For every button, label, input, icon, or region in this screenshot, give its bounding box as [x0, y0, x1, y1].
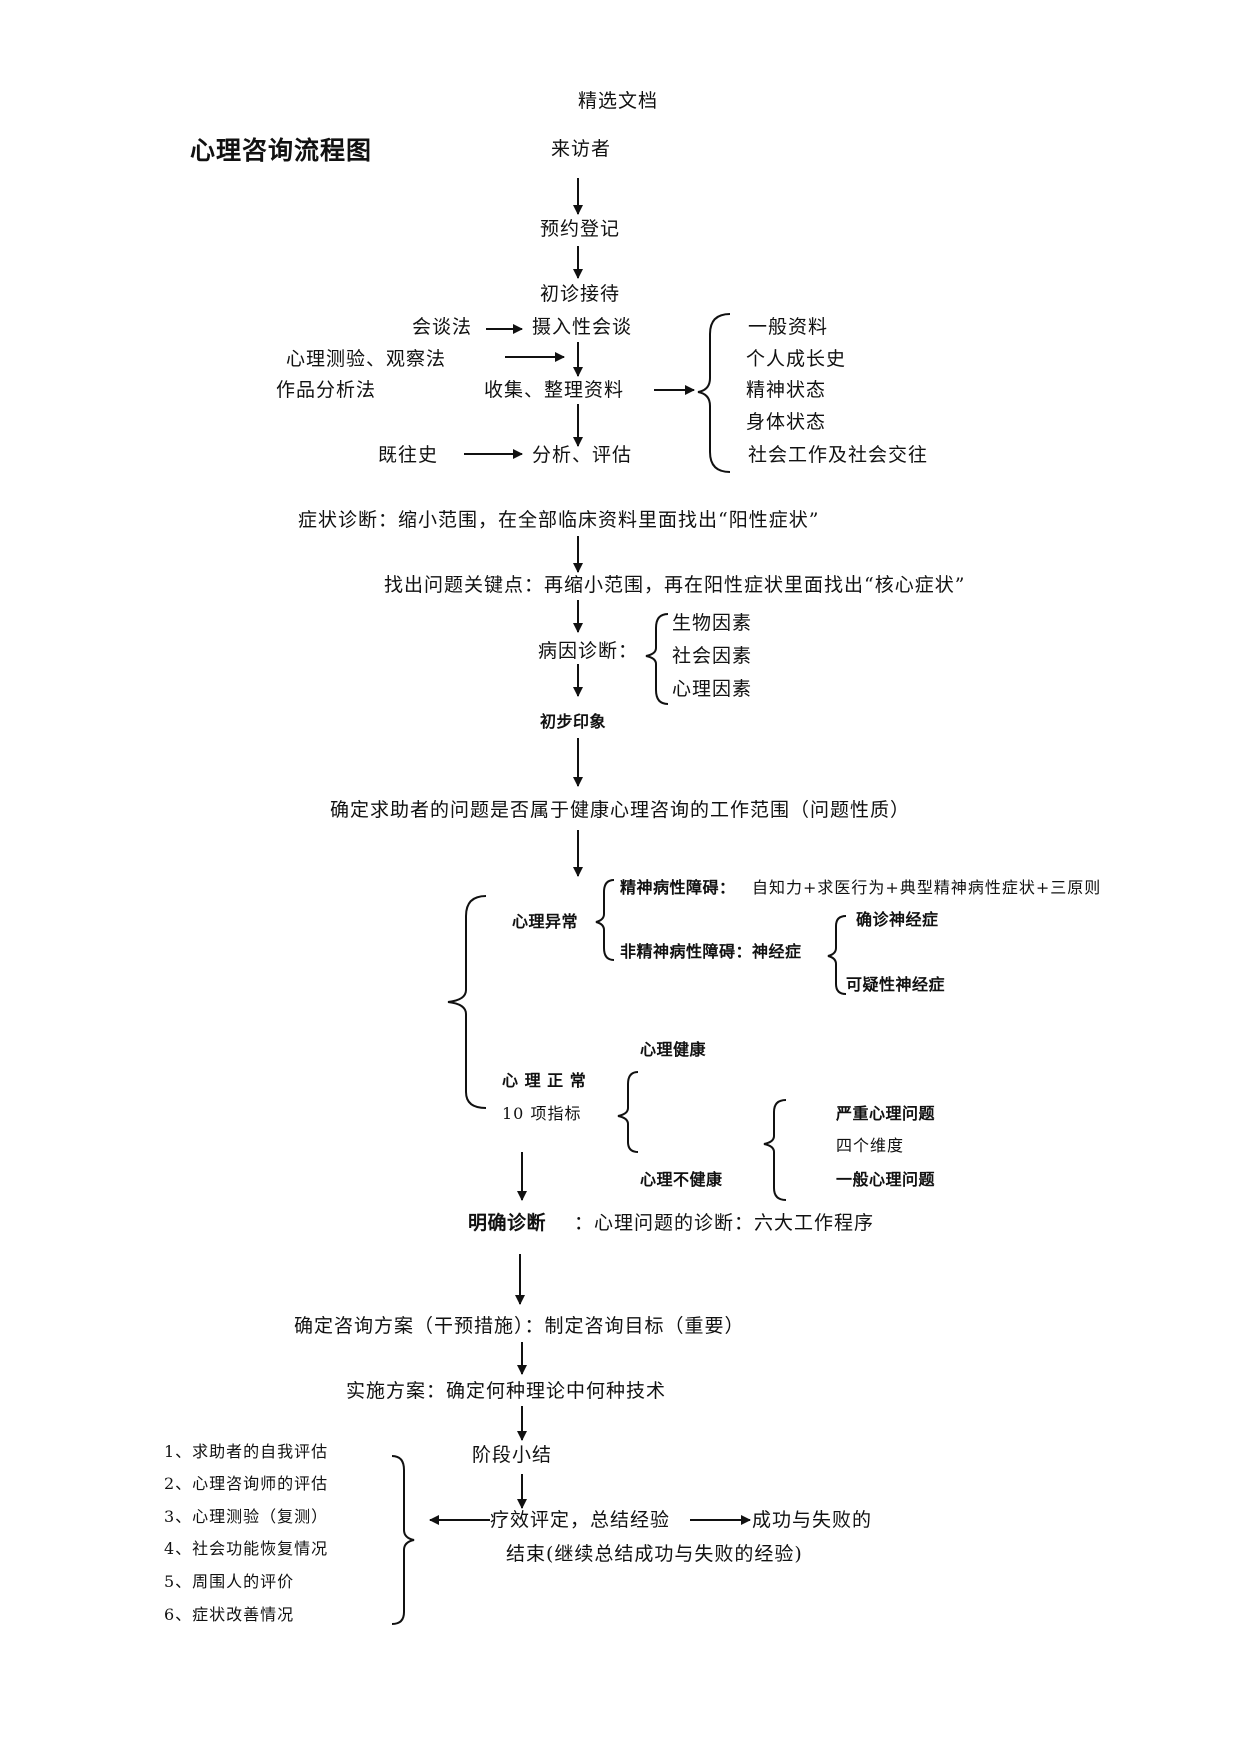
method-test-observe: 心理测验、观察法: [286, 348, 447, 370]
etiology-factor: 生物因素: [672, 612, 753, 634]
node-appointment: 预约登记: [540, 218, 621, 240]
data-item: 精神状态: [746, 379, 827, 401]
node-clear-diagnosis: 明确诊断: [468, 1212, 547, 1234]
node-key-point: 找出问题关键点：再缩小范围，再在阳性症状里面找出“核心症状”: [384, 574, 966, 596]
serious-problem: 严重心理问题: [836, 1104, 936, 1123]
general-problem: 一般心理问题: [836, 1170, 936, 1189]
four-dimensions: 四个维度: [836, 1136, 905, 1155]
node-etiology: 病因诊断：: [538, 640, 639, 662]
node-end: 结束(继续总结成功与失败的经验): [506, 1543, 803, 1565]
normal-indicators: 10 项指标: [502, 1104, 582, 1123]
page-header: 精选文档: [578, 90, 659, 112]
normal-label: 心 理 正 常: [502, 1071, 587, 1090]
suspected-neurosis: 可疑性神经症: [846, 975, 946, 994]
node-success-failure: 成功与失败的: [752, 1509, 873, 1531]
evaluation-item: 4、社会功能恢复情况: [164, 1539, 329, 1558]
unhealthy-label: 心理不健康: [640, 1170, 723, 1189]
node-initial-reception: 初诊接待: [540, 283, 621, 305]
brace-abnormal: [595, 879, 615, 961]
brace-neurosis: [827, 915, 847, 995]
node-collect-data: 收集、整理资料: [484, 379, 625, 401]
evaluation-item: 2、心理咨询师的评估: [164, 1474, 329, 1493]
node-symptom-diagnosis: 症状诊断：缩小范围，在全部临床资料里面找出“阳性症状”: [298, 509, 820, 531]
psychotic-label: 精神病性障碍：: [620, 878, 736, 897]
brace-normal: [617, 1071, 639, 1153]
node-clear-diagnosis-detail: ：心理问题的诊断：六大工作程序: [574, 1212, 875, 1234]
healthy-label: 心理健康: [640, 1040, 707, 1059]
node-analysis: 分析、评估: [532, 444, 633, 466]
data-item: 社会工作及社会交往: [748, 444, 929, 466]
node-implement: 实施方案：确定何种理论中何种技术: [346, 1380, 667, 1402]
abnormal-label: 心理异常: [512, 912, 579, 931]
evaluation-item: 5、周围人的评价: [164, 1572, 295, 1591]
evaluation-item: 3、心理测验（复测）: [164, 1507, 329, 1526]
brace-etiology: [645, 613, 669, 705]
method-interview: 会谈法: [412, 316, 473, 338]
node-evaluation: 疗效评定，总结经验: [490, 1509, 671, 1531]
brace-data-items: [697, 313, 731, 473]
data-item: 身体状态: [746, 411, 827, 433]
node-scope: 确定求助者的问题是否属于健康心理咨询的工作范围（问题性质）: [330, 799, 911, 821]
node-plan: 确定咨询方案（干预措施）：制定咨询目标（重要）: [294, 1315, 745, 1337]
evaluation-item: 6、症状改善情况: [164, 1605, 295, 1624]
method-work-analysis: 作品分析法: [276, 379, 377, 401]
confirmed-neurosis: 确诊神经症: [856, 910, 939, 929]
psychotic-detail: 自知力+求医行为+典型精神病性症状+三原则: [752, 878, 1102, 897]
data-item: 一般资料: [748, 316, 829, 338]
node-preliminary: 初步印象: [540, 712, 607, 731]
etiology-factor: 社会因素: [672, 645, 753, 667]
page-title: 心理咨询流程图: [190, 136, 373, 165]
brace-main-branch: [447, 895, 487, 1109]
brace-evaluation: [391, 1455, 415, 1625]
node-visitor: 来访者: [551, 138, 612, 160]
data-item: 个人成长史: [746, 348, 847, 370]
etiology-factor: 心理因素: [672, 678, 753, 700]
evaluation-item: 1、求助者的自我评估: [164, 1442, 329, 1461]
method-history: 既往史: [378, 444, 439, 466]
nonpsychotic-label: 非精神病性障碍：神经症: [620, 942, 802, 961]
node-stage-summary: 阶段小结: [472, 1444, 553, 1466]
node-intake-interview: 摄入性会谈: [532, 316, 633, 338]
brace-unhealthy: [763, 1099, 787, 1201]
